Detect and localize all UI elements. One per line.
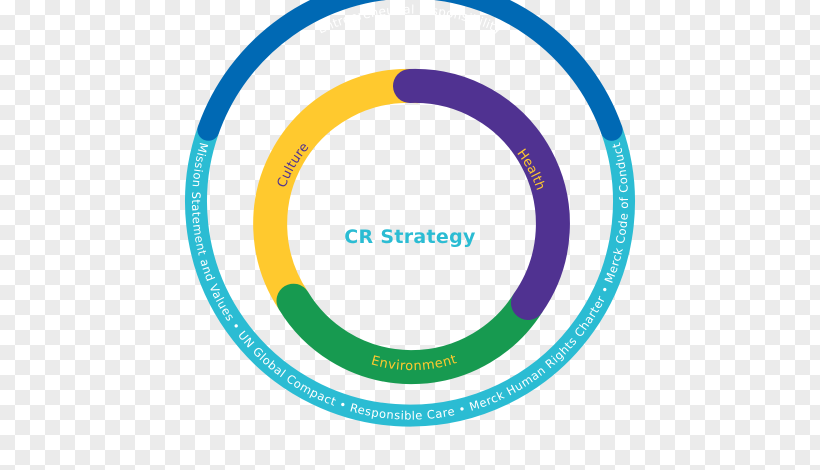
culture-segment: [253, 68, 435, 318]
outer-ring-dark-blue-arc: [197, 0, 623, 141]
center-title: CR Strategy: [344, 226, 476, 248]
environment-segment: [276, 283, 545, 385]
outer-ring-light-blue-arc: [185, 118, 635, 427]
health-segment: [393, 68, 570, 320]
